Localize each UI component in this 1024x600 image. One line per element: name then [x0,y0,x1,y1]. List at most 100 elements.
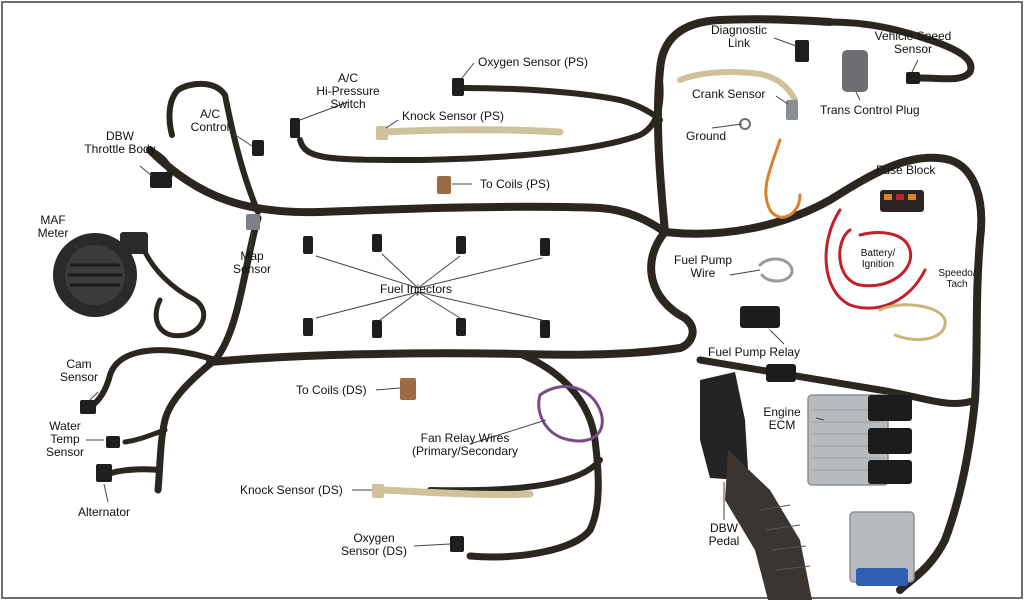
ac-branch [166,80,261,215]
water-connector [106,436,120,448]
knock-ps-connector [376,126,388,140]
label-line: Oxygen [353,531,395,545]
label-line: Cam [66,357,92,371]
crank-connector [786,100,798,120]
label-maf-meter: MAF Meter [28,214,78,240]
label-line: (Primary/Secondary [411,444,519,458]
label-to-coils-ps: To Coils (PS) [480,177,551,191]
injector-connector [540,320,550,338]
label-line: Wire [690,266,716,280]
label-fuse-block: Fuse Block [876,163,936,177]
label-line: Fan Relay Wires [420,431,510,445]
crank-loom [677,69,798,103]
label-line: A/C [199,107,220,121]
label-ac-control: A/C Control [182,108,238,134]
battery-ignition-wire [838,228,913,288]
knock-ds-connector [372,484,384,498]
label-line: Throttle Body [84,142,156,156]
label-oxygen-sensor-ps: Oxygen Sensor (PS) [478,55,589,69]
injector-connector [540,238,550,256]
oxygen-ps-branch [462,85,663,123]
label-line: Sensor (DS) [340,544,408,558]
label-line: DBW [710,521,738,535]
coils-ds-connector [400,378,416,400]
dbw-pedal [700,372,812,600]
label-line: DBW [106,129,134,143]
trans-plug-connector [842,50,868,92]
label-line: Meter [37,226,69,240]
maf-loop [137,237,207,339]
label-battery-ignition: Battery/ Ignition [850,248,906,270]
label-ac-hi-pressure-switch: A/C Hi-Pressure Switch [304,72,392,111]
top-right-loop [826,18,975,83]
alt-connector [96,464,112,482]
coils-ps-connector [437,176,451,194]
main-harness [85,15,986,594]
label-line: Temp [50,432,80,446]
label-line: Hi-Pressure [316,84,380,98]
left-trunk-link [154,214,262,494]
ac-switch-branch [297,77,664,163]
label-line: Sensor [232,262,272,276]
label-crank-sensor: Crank Sensor [692,87,766,101]
label-water-temp-sensor: Water Temp Sensor [42,420,88,459]
label-knock-sensor-ds: Knock Sensor (DS) [240,483,343,497]
ac-control-connector [252,140,264,156]
injector-connector [372,234,382,252]
knock-ds-loom [376,486,534,499]
connectors [80,40,920,552]
label-line: A/C [337,71,358,85]
cam-connector [80,400,96,414]
water-branch [122,427,168,445]
label-line: MAF [40,213,66,227]
label-speedo-tach: Speedo/ Tach [934,268,980,290]
label-line: Battery/ [860,248,896,259]
tcm-module [849,511,915,586]
upper-trunk [146,146,669,236]
label-line: Sensor [45,445,85,459]
injector-connector [303,236,313,254]
fuse-block [880,190,924,212]
tan-looms [376,69,798,499]
label-line: Diagnostic [710,23,768,37]
label-line: Sensor [59,370,99,384]
label-line: Switch [330,97,366,111]
label-knock-sensor-ps: Knock Sensor (PS) [402,109,505,123]
label-line: Ignition [861,259,895,270]
knock-ds-branch [427,457,603,494]
engine-ecm [807,394,912,486]
label-diagnostic-link: Diagnostic Link [702,24,776,50]
fuel-pump-wire-coil [758,257,794,283]
crank-orange [764,138,802,219]
label-leaders [74,37,919,547]
lower-trunk [206,344,684,366]
label-line: Water [49,419,81,433]
label-engine-ecm: Engine ECM [756,406,808,432]
injector-leaders [315,253,543,321]
label-line: Engine [763,405,801,419]
fan-relay-wires [537,385,604,443]
oxygen-ds-connector [450,536,464,552]
label-fuel-injectors: Fuel Injectors [380,282,453,296]
injector-connector [372,320,382,338]
label-to-coils-ds: To Coils (DS) [296,383,367,397]
injector-connector [456,236,466,254]
label-fuel-pump-wire: Fuel Pump Wire [668,254,738,280]
label-line: Sensor [893,42,933,56]
diagnostic-connector [795,40,809,62]
label-line: Fuel Pump [673,253,733,267]
vehicle-speed-connector [906,72,920,84]
label-dbw-pedal: DBW Pedal [704,522,744,548]
label-dbw-throttle-body: DBW Throttle Body [70,130,170,156]
label-line: Vehicle Speed [874,29,952,43]
right-side-harness [661,153,986,594]
maf-meter [53,232,148,317]
ecm-harness [696,356,979,407]
map-connector [246,214,260,230]
cam-branch [85,347,218,411]
alt-branch [105,466,163,477]
fuel-pump-relay-inline [766,364,796,382]
